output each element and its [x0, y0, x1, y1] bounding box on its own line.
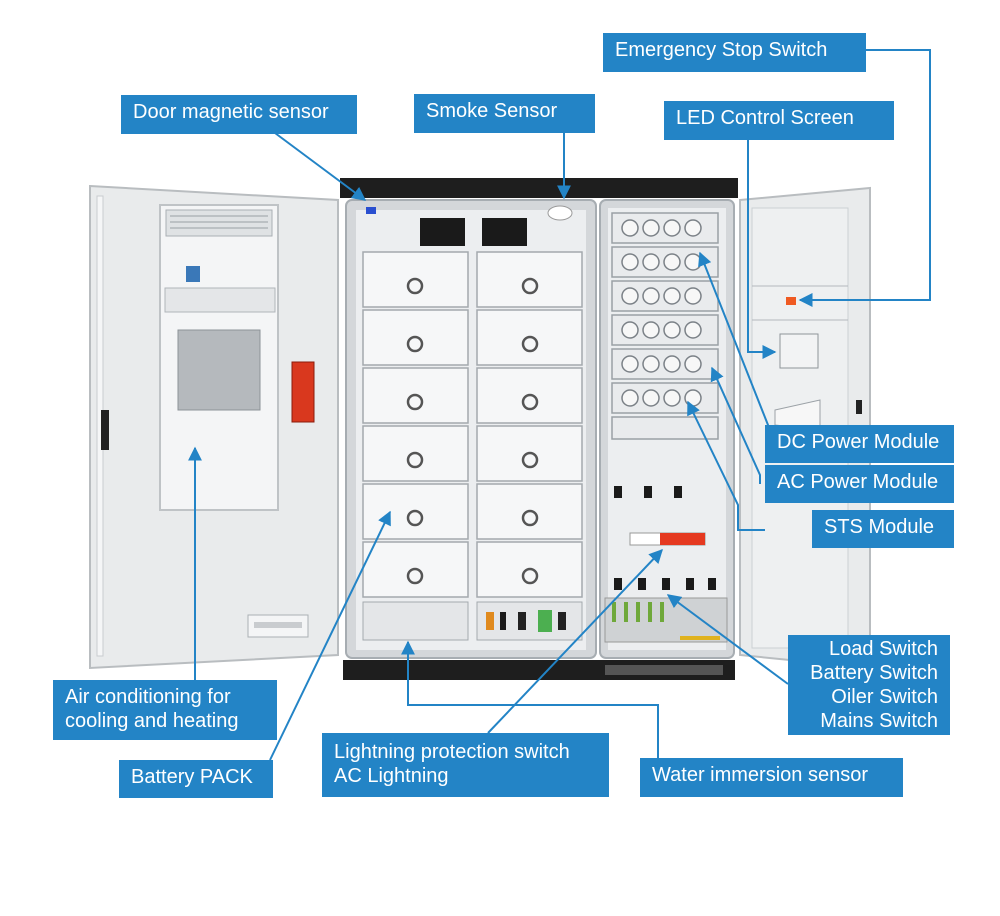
- label-sts-module: STS Module: [812, 510, 954, 548]
- label-battery-pack: Battery PACK: [119, 760, 273, 798]
- label-ac-power-module: AC Power Module: [765, 465, 954, 503]
- label-oiler-switch: Oiler Switch: [831, 686, 938, 708]
- label-air-conditioning-line1: Air conditioning for: [65, 686, 231, 708]
- label-dc-power-module: DC Power Module: [765, 425, 954, 463]
- label-mains-switch: Mains Switch: [820, 710, 938, 732]
- led-screen-device: [779, 333, 819, 369]
- label-lightning-line2: AC Lightning: [334, 765, 449, 787]
- label-load-switch: Load Switch: [829, 638, 938, 660]
- red-door-handle: [291, 361, 315, 423]
- label-switches: Load Switch Battery Switch Oiler Switch …: [788, 635, 950, 735]
- battery-fans: [406, 277, 539, 585]
- label-lightning-line1: Lightning protection switch: [334, 741, 570, 763]
- label-led-control-screen: LED Control Screen: [664, 101, 894, 140]
- label-battery-switch: Battery Switch: [810, 662, 938, 684]
- label-water-immersion-sensor: Water immersion sensor: [640, 758, 903, 797]
- label-emergency-stop: Emergency Stop Switch: [603, 33, 866, 72]
- label-air-conditioning: Air conditioning for cooling and heating: [53, 680, 277, 740]
- label-air-conditioning-line2: cooling and heating: [65, 710, 239, 732]
- emergency-stop-device: [786, 297, 796, 305]
- label-lightning-protection: Lightning protection switch AC Lightning: [322, 733, 609, 797]
- door-sensor-device: [366, 207, 376, 214]
- cabinet-top-bar: [340, 178, 738, 198]
- power-module-fans: [621, 219, 702, 407]
- ac-vent-grille: [177, 329, 261, 411]
- smoke-sensor-device: [547, 205, 573, 221]
- breaker-row: [604, 597, 728, 643]
- label-smoke-sensor: Smoke Sensor: [414, 94, 595, 133]
- label-door-magnetic-sensor: Door magnetic sensor: [121, 95, 357, 134]
